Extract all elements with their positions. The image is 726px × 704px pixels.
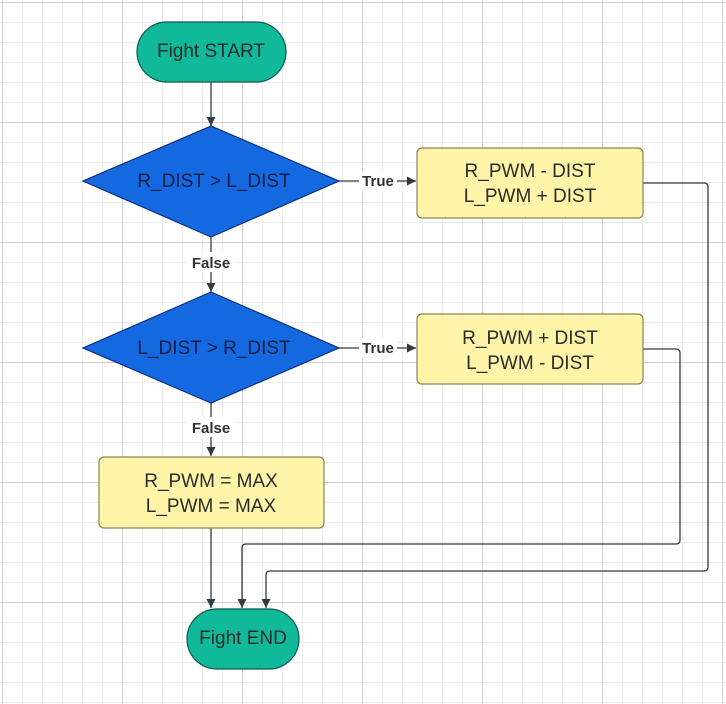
edge-process1-to-end — [261, 182, 709, 608]
process3-shape — [98, 456, 325, 529]
process1-shape — [416, 147, 644, 219]
process2-line2: L_PWM - DIST — [466, 353, 594, 374]
decision2-label: L_DIST > R_DIST — [137, 338, 291, 359]
process2-line1: R_PWM + DIST — [462, 328, 598, 349]
process1-line1: R_PWM - DIST — [465, 161, 596, 182]
label-false-1: False — [192, 255, 230, 272]
edge-label-d2-true: True — [359, 338, 397, 358]
edge-process2-to-end — [237, 348, 681, 608]
start-label: Fight START — [157, 41, 265, 62]
decision1-label: R_DIST > L_DIST — [137, 171, 291, 192]
end-label: Fight END — [199, 628, 287, 649]
process3-line1: R_PWM = MAX — [144, 471, 278, 492]
process2-node[interactable]: R_PWM + DIST L_PWM - DIST — [416, 313, 644, 385]
decision1-node[interactable]: R_DIST > L_DIST — [81, 125, 341, 238]
label-false-2: False — [192, 420, 230, 437]
decision2-shape — [81, 291, 341, 404]
label-true-1: True — [362, 173, 394, 190]
process1-node[interactable]: R_PWM - DIST L_PWM + DIST — [416, 147, 644, 219]
end-node[interactable]: Fight END — [186, 608, 300, 670]
start-shape — [136, 21, 287, 83]
decision1-shape — [81, 125, 341, 238]
label-true-2: True — [362, 340, 394, 357]
process1-line2: L_PWM + DIST — [464, 186, 597, 207]
end-shape — [186, 608, 300, 670]
process2-shape — [416, 313, 644, 385]
edge-label-d1-false: False — [186, 252, 236, 272]
start-node[interactable]: Fight START — [136, 21, 287, 83]
edge-label-d1-true: True — [359, 171, 397, 191]
decision2-node[interactable]: L_DIST > R_DIST — [81, 291, 341, 404]
process3-node[interactable]: R_PWM = MAX L_PWM = MAX — [98, 456, 325, 529]
edge-label-d2-false: False — [186, 417, 236, 437]
process3-line2: L_PWM = MAX — [146, 496, 277, 517]
